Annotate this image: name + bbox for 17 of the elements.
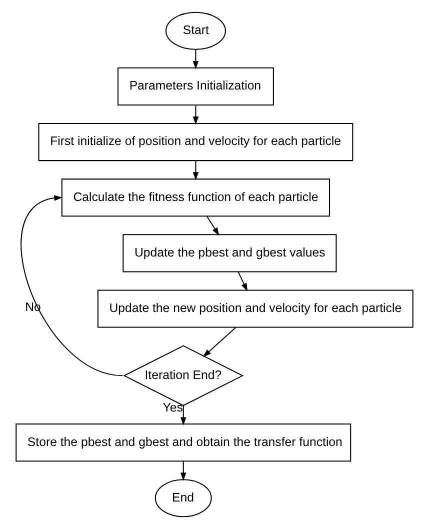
node-ellipse: End [154, 479, 212, 518]
arrow [180, 461, 186, 481]
arrow [20, 195, 123, 376]
node-box: Update the pbest and gbest values [122, 234, 337, 272]
arrow [192, 105, 199, 125]
arrow [192, 49, 199, 70]
node-box: Calculate the fitness function of each particle [61, 178, 330, 217]
node-box: Store the pbest and gbest and obtain the transfer function [16, 424, 352, 462]
arrow [202, 327, 236, 358]
node-box: Parameters Initialization [118, 67, 274, 106]
node-box: Update the new position and velocity for each particle [97, 290, 414, 328]
arrow [180, 406, 186, 426]
node-ellipse: Start [166, 12, 226, 50]
arrow [238, 272, 248, 292]
arrow [192, 160, 199, 180]
arrow [206, 216, 220, 236]
node-box: First initialize of position and velocity for each particle [38, 122, 354, 162]
